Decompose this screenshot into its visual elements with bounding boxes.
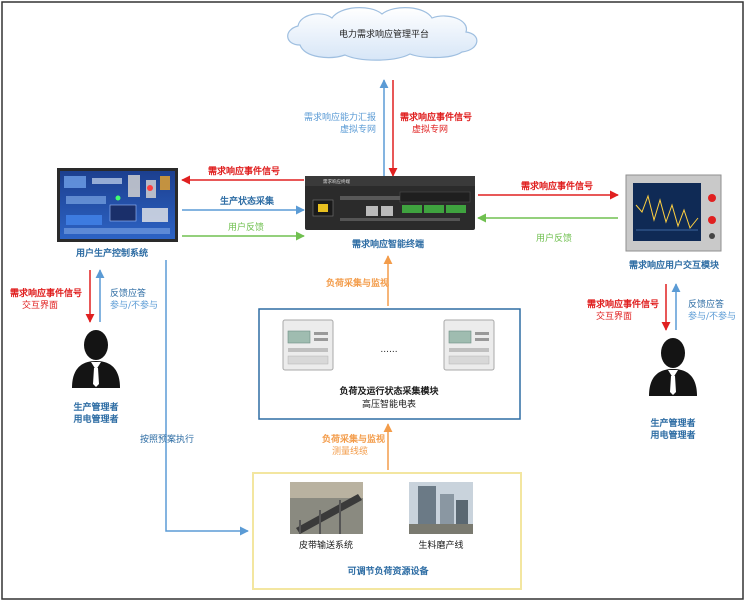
control-event-label: 需求响应事件信号 (208, 165, 280, 177)
module-event-label: 需求响应事件信号 (521, 180, 593, 192)
production-status-label: 生产状态采集 (220, 195, 275, 207)
terminal-label: 需求响应智能终端 (352, 238, 424, 250)
terminal-device: 需求响应终端 (305, 176, 475, 230)
right-manager-person-icon (649, 338, 697, 396)
right-manager-role2: 用电管理者 (649, 429, 695, 441)
raw-mill-label: 生料磨产线 (418, 539, 463, 551)
right-manager-event-title: 需求响应事件信号 (587, 298, 659, 310)
left-manager-feedback-title: 反馈应答 (110, 287, 146, 299)
resources-arrow-sub: 测量线缆 (332, 445, 368, 457)
cloud-event-title: 需求响应事件信号 (400, 111, 472, 123)
capability-report-sub: 虚拟专网 (340, 123, 376, 135)
control-feedback-label: 用户反馈 (228, 221, 264, 233)
smart-meter-right (443, 319, 495, 371)
terminal-device-caption: 需求响应终端 (323, 178, 350, 185)
left-manager-event-title: 需求响应事件信号 (10, 287, 82, 299)
module-feedback-label: 用户反馈 (536, 232, 572, 244)
right-manager-feedback-title: 反馈应答 (688, 298, 724, 310)
left-manager-role2: 用电管理者 (72, 413, 118, 425)
right-manager-event-sub: 交互界面 (596, 310, 632, 322)
belt-conveyor-label: 皮带输送系统 (299, 539, 353, 551)
right-manager-feedback-sub: 参与/不参与 (688, 310, 736, 322)
execute-plan-label: 按照预案执行 (140, 433, 194, 445)
left-manager-role1: 生产管理者 (73, 401, 118, 413)
control-system-label: 用户生产控制系统 (75, 247, 148, 259)
belt-conveyor-photo (290, 482, 363, 534)
collection-module-title: 负荷及运行状态采集模块 (339, 385, 439, 397)
interaction-module-device (625, 174, 722, 252)
cloud-title: 电力需求响应管理平台 (339, 28, 429, 40)
left-manager-person-icon (72, 330, 120, 388)
resources-arrow-title: 负荷采集与监视 (322, 433, 385, 445)
left-manager-event-sub: 交互界面 (22, 299, 58, 311)
cloud-platform: 电力需求响应管理平台 (287, 7, 478, 61)
left-manager-feedback-sub: 参与/不参与 (110, 299, 158, 311)
capability-report-title: 需求响应能力汇报 (304, 111, 376, 123)
collection-module-subtitle: 高压智能电表 (362, 398, 416, 410)
interaction-module-label: 需求响应用户交互模块 (629, 259, 720, 271)
raw-mill-photo (409, 482, 473, 534)
right-manager-role1: 生产管理者 (650, 417, 695, 429)
collection-arrow-label: 负荷采集与监视 (326, 277, 389, 289)
arrow-execute-plan (165, 260, 249, 536)
meters-ellipsis: ...... (380, 345, 397, 355)
resources-title: 可调节负荷资源设备 (347, 565, 429, 577)
control-system-screen (57, 168, 178, 242)
cloud-event-sub: 虚拟专网 (412, 123, 448, 135)
smart-meter-left (282, 319, 334, 371)
